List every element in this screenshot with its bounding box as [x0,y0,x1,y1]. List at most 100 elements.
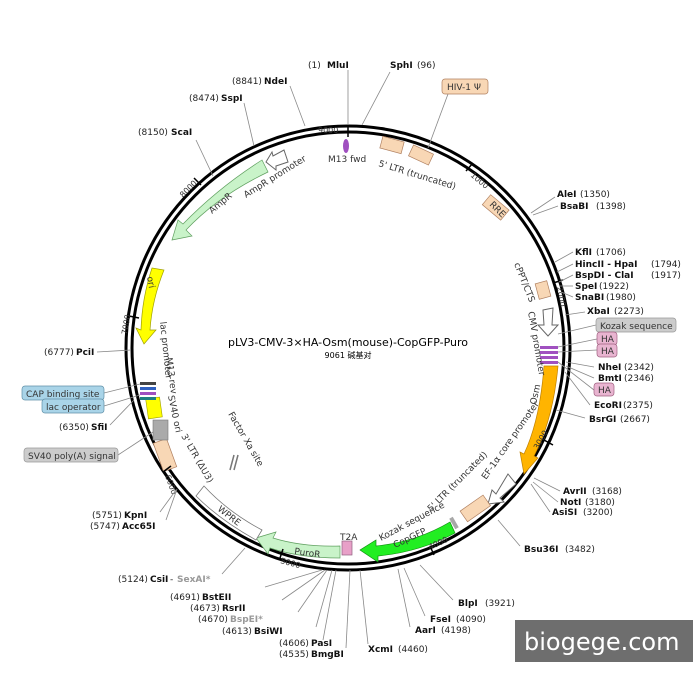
cap-label: CAP binding site [26,390,100,400]
site-position: (3482) [565,545,595,555]
m13-fwd-mark [343,139,349,153]
backbone-outer [124,124,572,572]
site-position: (1917) [651,271,681,281]
site-name: PasI [311,639,332,649]
site-name: BmgBI [311,650,344,660]
site-position: (4673) [190,604,220,614]
ltr5-label: 5' LTR (truncated) [377,159,457,192]
factor-xa-label: Factor Xa site [225,411,264,469]
site-name: BstEII [202,593,231,603]
rre-box [481,194,510,221]
site-name: AarI [415,626,436,636]
site-name: AvrII [563,487,587,497]
m13-fwd-label: M13 fwd [328,155,366,165]
site-name: EcoRI [594,401,622,411]
site-name: BmtI [598,374,622,384]
site-position: (5124) [118,575,148,585]
cmv-promoter-arrow [536,307,560,337]
site-name: AsiSI [552,508,577,518]
plasmid-size: 9061 碱基对 [325,350,372,360]
ef1a-arrow [487,473,517,505]
site-name: XbaI [587,307,610,317]
site-name: AleI [557,190,577,200]
lac-operator-label: lac operator [46,403,101,413]
copgfp-arrow [359,521,456,563]
site-position: (8474) [189,94,219,104]
site-name: FseI [430,615,451,625]
site-position: (96) [417,61,435,71]
site-position: (1) [308,61,321,71]
plasmid-name: pLV3-CMV-3×HA-Osm(mouse)-CopGFP-Puro [228,336,468,349]
kozak-box-label: Kozak sequence [600,322,673,332]
watermark-background [515,620,693,662]
site-name: ScaI [171,128,192,138]
site-position: (1922) [599,282,629,292]
site-name: BsaBI [560,202,589,212]
cppt-box [534,280,552,300]
site-name: Acc65I [122,522,156,532]
ha-label-3: HA [598,386,612,396]
site-position: (3200) [583,508,613,518]
site-position: (4460) [398,645,428,655]
factor-xa-mark [229,454,239,471]
site-position: (2342) [624,363,654,373]
site-name: KpnI [124,511,147,521]
site-labels: (1) MluI SphI (96) AleI (1350) BsaBI (13… [44,61,681,660]
site-position: (2273) [614,307,644,317]
site-position: (2667) [620,415,650,425]
lac-promoter-label: lac promoter [157,321,173,380]
t2a-label: T2A [339,533,358,543]
feature-shapes [135,135,560,563]
ampr-promoter-arrow [265,149,289,172]
site-name: SspI [221,94,243,104]
site-position: (1706) [596,248,626,258]
ha-label-2: HA [601,347,615,357]
site-position: (4090) [456,615,486,625]
site-position: (3921) [485,599,515,609]
cmv-label: CMV promoter [525,311,546,377]
sv40-ori-box [145,396,163,420]
site-name: PciI [76,348,94,358]
ori-arrow [135,267,165,345]
site-position: (1350) [580,190,610,200]
site-position: (8150) [138,128,168,138]
site-position: (4613) [222,627,252,637]
site-name: BspDI - ClaI [575,271,634,281]
site-position: (1980) [606,293,636,303]
site-name: Bsu36I [524,545,559,555]
lac-stripes [140,382,156,400]
site-position: (6777) [44,348,74,358]
rre-label: RRE [487,200,507,220]
site-position: (5751) [92,511,122,521]
site-position: (6350) [59,423,89,433]
wpre-box [195,485,263,541]
kozak-mark [449,516,459,530]
site-name: CsiI [150,575,168,585]
site-name: MluI [327,61,349,71]
site-position: (5747) [90,522,120,532]
sv40-polya-label-box [23,447,119,463]
site-name: SnaBI [575,293,604,303]
ampr-arrow [171,159,269,241]
ha-box-3 [593,382,615,397]
site-position: (3180) [585,498,615,508]
site-name: HincII - HpaI [575,260,637,270]
cppt-label: cPPT/CTS [511,261,536,304]
site-position: (2346) [624,374,654,384]
boxed-labels: HIV-1 Ψ Kozak sequence HA HA HA CAP bind… [21,78,677,463]
site-position: (3168) [592,487,622,497]
ha-box-2 [596,343,618,358]
site-name: SphI [390,61,413,71]
site-position: (8841) [232,77,262,87]
site-name: SpeI [575,282,597,292]
site-position: (4535) [279,650,309,660]
site-position: (4198) [441,626,471,636]
site-position: (4691) [170,593,200,603]
site-name: RsrII [222,604,245,614]
ha-stripes [540,346,558,364]
puror-label: PuroR [294,547,321,561]
site-position: (4670) [198,615,228,625]
hiv-psi-box [441,78,489,95]
site-name: KflI [575,248,592,258]
site-name: XcmI [368,645,393,655]
